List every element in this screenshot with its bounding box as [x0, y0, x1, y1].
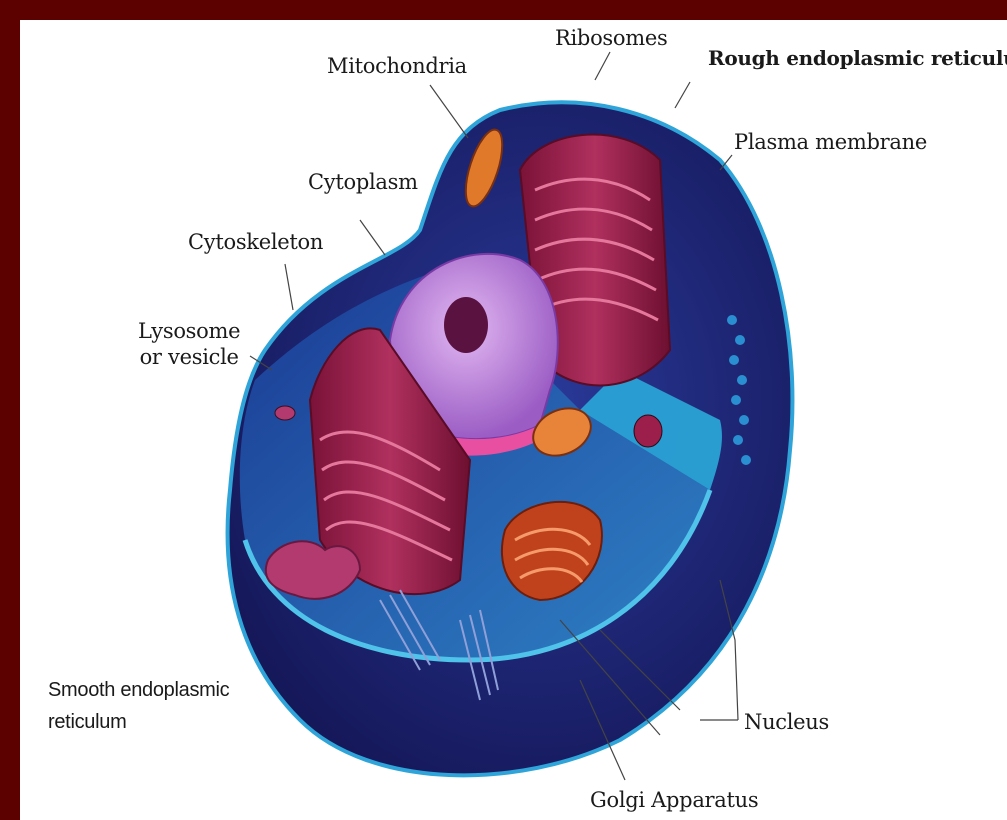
leader-rough-er: [675, 82, 690, 108]
lysosome-vesicle: [275, 406, 295, 420]
label-nucleus: Nucleus: [744, 710, 829, 734]
label-smooth-er: Smooth endoplasmic reticulum: [48, 674, 229, 738]
label-mitochondria: Mitochondria: [327, 54, 467, 78]
leader-mitochondria: [430, 85, 468, 138]
label-ribosomes: Ribosomes: [555, 26, 667, 50]
label-cytoskeleton: Cytoskeleton: [188, 230, 323, 254]
label-plasma-membrane: Plasma membrane: [734, 130, 927, 154]
label-cytoplasm: Cytoplasm: [308, 170, 418, 194]
label-lysosome: Lysosome or vesicle: [138, 318, 240, 370]
diagram-panel: Ribosomes Mitochondria Rough endoplasmic…: [20, 20, 1007, 820]
leader-cytoskeleton: [285, 264, 293, 310]
label-rough-er: Rough endoplasmic reticulum: [708, 46, 1007, 70]
label-golgi: Golgi Apparatus: [590, 788, 758, 812]
vesicle-right: [634, 415, 662, 447]
leader-ribosomes: [595, 52, 610, 80]
leader-cytoplasm: [360, 220, 385, 255]
